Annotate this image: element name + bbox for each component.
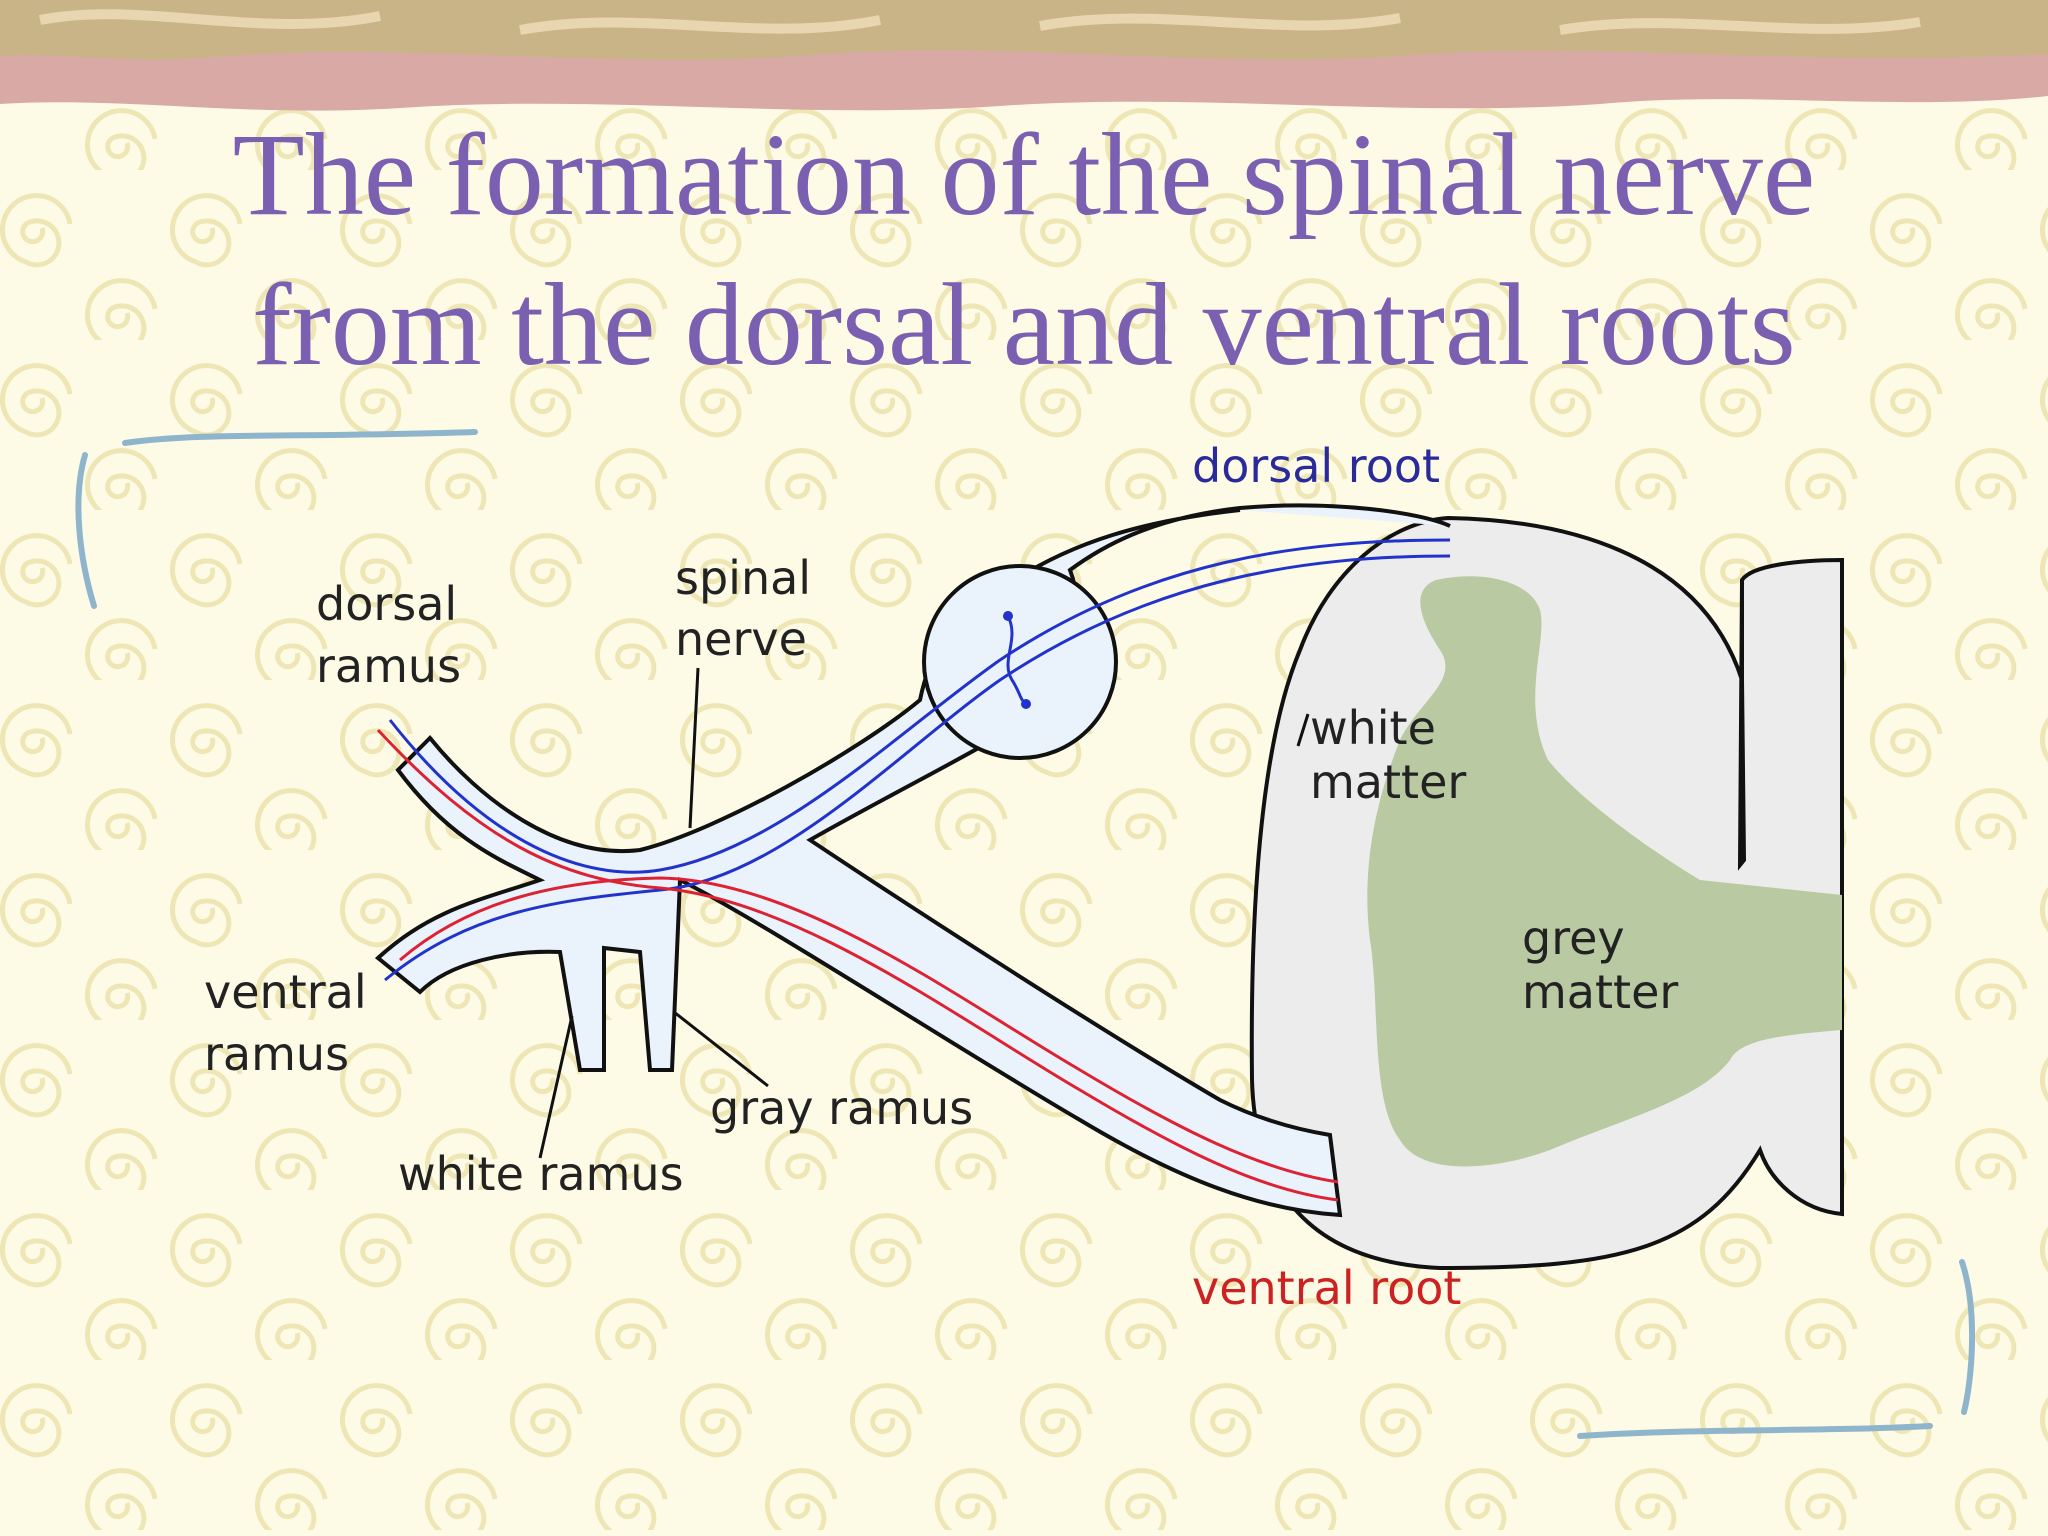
label-white-matter-line-1: white [1310,701,1436,755]
slide-title-line-2: from the dorsal and ventral roots [252,259,1796,390]
leader-lines [538,667,1310,1159]
label-grey-matter-line-2: matter [1522,965,1678,1019]
dorsal-fiber-2 [384,554,1451,982]
label-ventral-ramus-line-1: ventral [204,965,367,1019]
slide-title-line-1: The formation of the spinal nerve [232,109,1816,240]
ventral-fiber-2 [399,876,1339,1184]
label-grey-matter-line-1: grey [1522,911,1625,965]
top-band [0,0,2048,111]
dorsal-fiber [388,538,1451,874]
label-spinal-nerve-line-2: nerve [675,612,807,666]
label-ventral-ramus-line-2: ramus [204,1027,349,1081]
ganglion-cell-dot-2 [1021,699,1031,709]
label-spinal-nerve-line-1: spinal [675,551,811,605]
label-white-ramus: white ramus [398,1147,684,1201]
decorative-brackets [75,429,1976,1439]
grey-matter [1367,576,1842,1167]
ventral-fiber [376,728,1339,1202]
ganglion-cell [1006,615,1027,706]
label-dorsal-ramus-line-1: dorsal [316,577,457,631]
dorsal-root-ganglion [922,564,1118,760]
label-dorsal-root: dorsal root [1192,439,1440,493]
label-gray-ramus: gray ramus [710,1081,973,1135]
ganglion-cell-dot-1 [1003,611,1013,621]
label-ventral-root: ventral root [1192,1261,1461,1315]
label-white-matter-line-2: matter [1310,755,1466,809]
label-dorsal-ramus-line-2: ramus [316,639,461,693]
